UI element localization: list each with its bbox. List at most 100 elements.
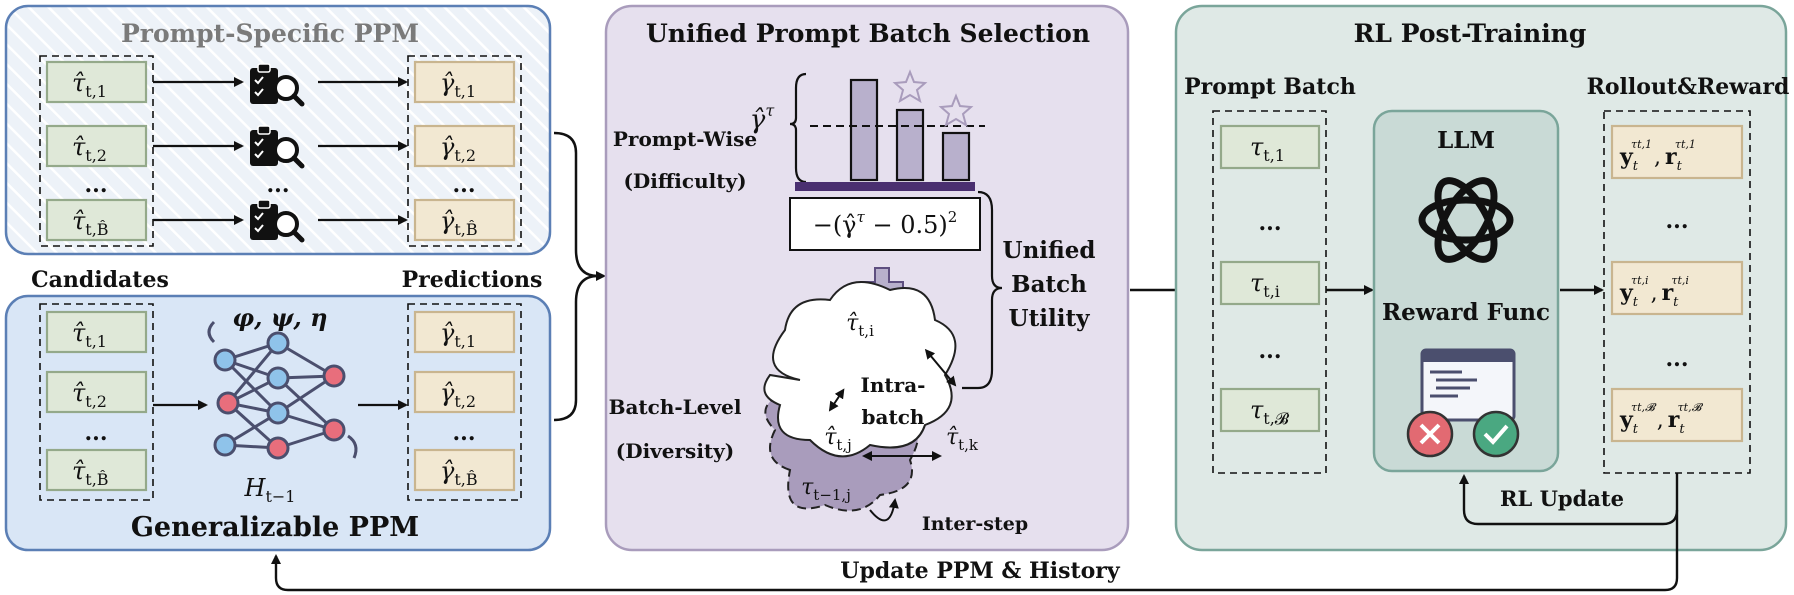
- prompt-specific-ppm-title: Prompt-Specific PPM: [121, 19, 419, 48]
- svg-text:γ̂t,1: γ̂t,1: [440, 319, 476, 351]
- candidate-box: τ̂t,B̂: [45, 448, 148, 492]
- subscript: t,1: [454, 332, 476, 351]
- ellipsis: ...: [85, 172, 108, 198]
- unified-label: Unified: [1003, 237, 1096, 264]
- subscript: t,i: [858, 322, 874, 340]
- y-symbol: y: [1619, 144, 1634, 170]
- evaluation-rows: ...: [153, 63, 408, 243]
- llm-block: LLM Reward Func: [1372, 109, 1560, 473]
- svg-text:ytτt,i,rtτt,i: ytτt,i,rtτt,i: [1619, 274, 1689, 310]
- prediction-box: γ̂t,1: [413, 310, 516, 354]
- batch-level-label: Batch-Level: [609, 395, 742, 419]
- candidate-box: τ̂t,B̂: [45, 198, 148, 242]
- y-sub: t: [1633, 159, 1639, 174]
- rollout-box: ytτt,𝓑,rtτt,𝓑: [1610, 387, 1744, 443]
- selection-title: Unified Prompt Batch Selection: [646, 19, 1090, 48]
- rl-title: RL Post-Training: [1354, 19, 1587, 48]
- utility-formula-box: −(γ̂τ − 0.5)2: [789, 197, 981, 251]
- rollout-box: ytτt,1,rtτt,1: [1610, 124, 1744, 180]
- r-sup: τt,1: [1675, 138, 1696, 151]
- tau-hat-symbol: τ̂: [72, 457, 86, 485]
- tau-hat-symbol: τ̂: [946, 425, 959, 450]
- svg-text:ytτt,1,rtτt,1: ytτt,1,rtτt,1: [1619, 138, 1696, 174]
- prediction-box: γ̂t,2: [413, 370, 516, 414]
- svg-text:τ̂t,k: τ̂t,k: [946, 425, 979, 454]
- prediction-box: γ̂t,1: [413, 60, 516, 104]
- svg-text:τ̂t,j: τ̂t,j: [824, 425, 852, 454]
- batch-label: Batch: [1011, 271, 1087, 298]
- intra-label-2: batch: [862, 405, 925, 429]
- history-subscript: t−1: [265, 487, 295, 506]
- ppm-params: φ, ψ, η: [232, 303, 327, 332]
- svg-text:γ̂t,2: γ̂t,2: [440, 379, 476, 411]
- r-symbol: r: [1668, 407, 1680, 433]
- prediction-box: γ̂t,B̂: [413, 198, 516, 242]
- tau-hat-symbol: τ̂: [72, 207, 86, 235]
- r-sup: τt,𝓑: [1678, 401, 1704, 414]
- candidate-box: τ̂t,1: [45, 60, 148, 104]
- llm-label: LLM: [1437, 127, 1495, 154]
- prompt-batch-column: [1212, 110, 1327, 474]
- prompt-wise-label: Prompt-Wise: [613, 127, 757, 151]
- ellipsis: ...: [85, 420, 108, 446]
- gamma-hat-symbol: γ̂: [440, 207, 455, 235]
- subscript: t,𝓑: [1263, 409, 1290, 428]
- r-sub: t: [1677, 159, 1683, 174]
- y-sub: t: [1633, 295, 1639, 310]
- rl-update-label: RL Update: [1500, 486, 1624, 511]
- svg-text:τt,i: τt,i: [1250, 269, 1280, 301]
- subscript: t−1,j: [813, 486, 851, 504]
- svg-text:τ̂t,B̂: τ̂t,B̂: [72, 207, 109, 239]
- selection-panel: Unified Prompt Batch Selection: [604, 4, 1130, 552]
- subscript: t,k: [958, 436, 979, 454]
- prediction-column-top: [407, 55, 522, 247]
- r-sub: t: [1679, 422, 1685, 437]
- svg-text:τ̂t,1: τ̂t,1: [72, 69, 107, 101]
- y-symbol: y: [1619, 407, 1634, 433]
- merge-brace: [553, 131, 599, 422]
- subscript: t,1: [454, 82, 476, 101]
- prompt-box: τt,𝓑: [1219, 387, 1321, 433]
- prediction-box: γ̂t,B̂: [413, 448, 516, 492]
- svg-text:−(γ̂τ − 0.5)2: −(γ̂τ − 0.5)2: [813, 208, 958, 239]
- rollout-reward-label: Rollout&Reward: [1587, 74, 1790, 100]
- difficulty-label: (Difficulty): [623, 169, 746, 193]
- difficulty-bar-icon: γ̂τ: [750, 69, 985, 191]
- candidate-column-top: [39, 55, 154, 247]
- clipboard-magnifier-icon: [250, 63, 305, 107]
- prompt-box: τt,1: [1219, 124, 1321, 170]
- subscript: t,1: [1263, 146, 1285, 165]
- subscript: t,i: [1263, 282, 1280, 301]
- tau-symbol: τ: [1250, 396, 1264, 424]
- gamma-tau: γ̂: [750, 105, 766, 135]
- update-ppm-arrow: [271, 510, 1679, 592]
- inter-step-label: Inter-step: [922, 513, 1028, 535]
- utility-square: 2: [948, 208, 958, 226]
- tau-hat-symbol: τ̂: [72, 319, 86, 347]
- utility-rest: − 0.5): [865, 211, 948, 239]
- svg-text:τ̂t,2: τ̂t,2: [72, 133, 107, 165]
- openai-logo-icon: [1418, 177, 1514, 263]
- svg-text:τ̂t,i: τ̂t,i: [846, 311, 874, 340]
- ellipsis: ...: [267, 172, 290, 198]
- ellipsis: ...: [1259, 210, 1282, 236]
- utility-label: Utility: [1009, 305, 1091, 332]
- svg-text:γ̂t,B̂: γ̂t,B̂: [440, 207, 478, 239]
- r-symbol: r: [1662, 280, 1674, 306]
- predictions-label: Predictions: [402, 267, 543, 293]
- subscript: t,B̂: [454, 470, 477, 489]
- ellipsis: ...: [453, 172, 476, 198]
- r-sup: τt,i: [1671, 274, 1689, 287]
- utility-formula: −(γ̂: [813, 211, 857, 239]
- svg-text:τ̂t,B̂: τ̂t,B̂: [72, 457, 109, 489]
- tau-hat-symbol: τ̂: [72, 379, 86, 407]
- clipboard-magnifier-icon: [250, 199, 305, 243]
- history-symbol: H: [244, 474, 267, 502]
- tau-prev-symbol: τ: [801, 475, 814, 500]
- svg-text:τt−1,j: τt−1,j: [801, 475, 851, 504]
- gamma-hat-symbol: γ̂: [440, 379, 455, 407]
- utility-sup: τ: [857, 208, 866, 226]
- svg-text:τt,1: τt,1: [1250, 133, 1285, 165]
- star-icon: [892, 69, 928, 104]
- y-sub: t: [1633, 422, 1639, 437]
